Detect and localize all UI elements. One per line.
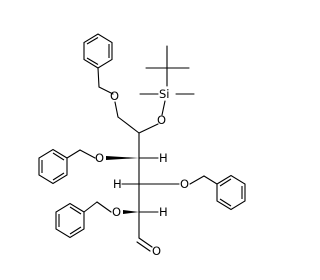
bond-c6-c5: [117, 116, 140, 134]
benzene-ring-right-mid-inner-b: [219, 198, 232, 207]
benzene-ring-right-mid-outline: [216, 174, 246, 211]
atom-o-silyl: O: [157, 113, 166, 127]
bond-o-left-mid-ch2: [79, 149, 96, 159]
benzene-ring-right-mid: [216, 174, 246, 211]
bond-c1-o-aldehyde-b: [136, 241, 151, 252]
atom-o-ether-left-mid: O: [95, 151, 104, 165]
benzene-ring-low-inner-b: [69, 226, 82, 235]
molecule-structure-diagram: O Si O O H H O H O O: [38, 33, 246, 258]
bond-c5-o-silyl: [138, 123, 159, 134]
atom-h-c2: H: [159, 205, 168, 219]
wedge-bond-layer: [106, 156, 139, 214]
atom-h-c4-left: H: [113, 177, 122, 191]
benzene-ring-left-mid-inner-b: [52, 172, 65, 181]
benzene-ring-top: [83, 33, 113, 69]
benzene-ring-right-mid-inner-c: [219, 178, 232, 187]
bond-c1-o-aldehyde-a: [138, 237, 153, 248]
bond-ch2-o-top: [98, 86, 114, 95]
benzene-ring-top-inner-c: [86, 57, 99, 65]
bond-ch2-benzyl-right-mid: [203, 175, 218, 185]
benzene-ring-low-outline: [55, 202, 85, 239]
bond-o-silyl-si: [161, 100, 166, 116]
benzene-ring-low: [55, 202, 85, 239]
bond-layer: [66, 45, 218, 252]
bond-o-low-ch2: [96, 201, 112, 213]
atom-o-aldehyde: O: [152, 244, 161, 258]
bond-ch2-benzyl-low: [83, 201, 98, 213]
benzene-ring-left-mid: [38, 148, 68, 185]
atom-h-c3: H: [159, 151, 168, 165]
bond-ch2-benzyl-left-mid: [66, 149, 81, 159]
benzene-ring-top-outline: [83, 33, 113, 69]
wedge-bond-c2-o: [123, 210, 139, 214]
atom-o-ether-right-mid: O: [180, 177, 189, 191]
atom-si: Si: [159, 87, 170, 101]
atom-o-ether-low: O: [112, 205, 121, 219]
benzene-ring-low-inner-c: [69, 206, 82, 215]
wedge-bond-c4-o: [106, 156, 139, 160]
benzene-ring-left-mid-outline: [38, 148, 68, 185]
bond-o-right-mid-ch2: [189, 175, 205, 185]
bond-benzyl-top-ch2: [97, 67, 100, 88]
benzene-ring-top-inner-a: [86, 37, 99, 45]
atom-o-top-ether: O: [110, 89, 119, 103]
bond-o-top-c6: [114, 101, 119, 118]
benzene-ring-left-mid-inner-c: [52, 152, 65, 161]
atom-label-layer: O Si O O H H O H O O: [95, 87, 189, 258]
